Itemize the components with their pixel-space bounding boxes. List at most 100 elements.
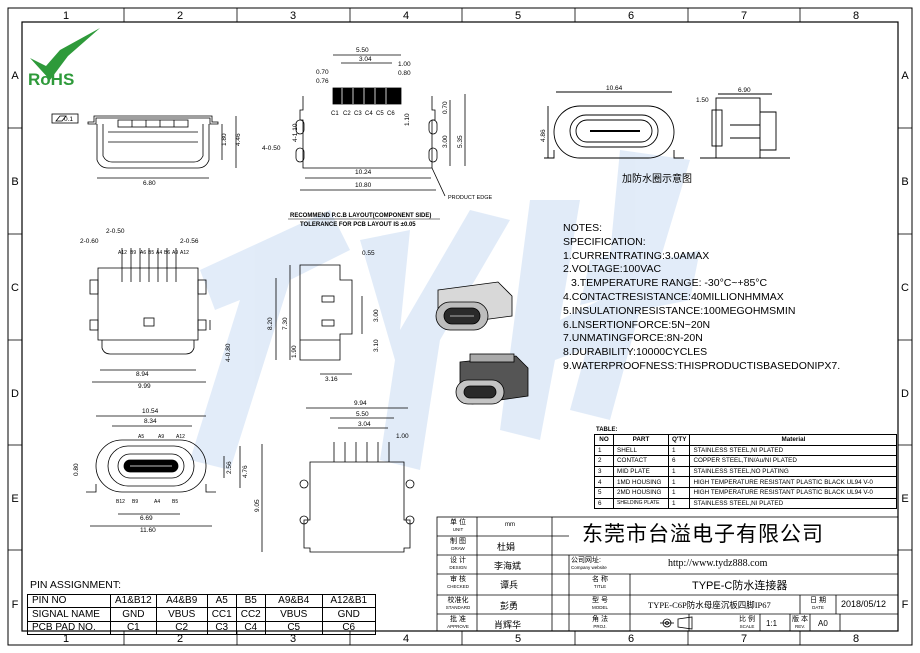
notes-line: 4.CONTACTRESISTANCE:40MILLIONHMMAX [563, 290, 784, 303]
layout-label: RECOMMEND P.C.B LAYOUT(COMPONENT SIDE) [290, 213, 431, 219]
dim-9-05: 9.05 [254, 499, 261, 512]
view-a-dims: 0.1 6.80 1.80 4.46 [64, 116, 242, 187]
dim-9-94: 9.94 [354, 400, 367, 407]
table-row: SIGNAL NAME GND VBUS CC1 CC2 VBUS GND [27, 607, 376, 622]
row-label: D [11, 388, 19, 400]
cell: C2 [155, 620, 208, 636]
col-label: 7 [741, 10, 747, 22]
dim-6-69: 6.69 [140, 515, 153, 522]
cell: GND [110, 607, 157, 622]
dim-8-34: 8.34 [144, 418, 157, 425]
row-label: B [11, 176, 18, 188]
cell: A5 [206, 593, 237, 609]
cell: STAINLESS STEEL,NO PLATING [689, 465, 898, 478]
cell: SHELL [613, 444, 669, 457]
col-label: 8 [853, 10, 859, 22]
pad-label: C6 [387, 111, 395, 117]
rev-value: A0 [818, 619, 828, 628]
row-label: A [11, 70, 19, 82]
cell: 4 [594, 476, 614, 488]
grid-row-labels: A B C D E F A B C D E F [11, 70, 909, 611]
dim-10-64: 10.64 [606, 85, 623, 92]
dim-10-80: 10.80 [355, 182, 372, 189]
view-side [275, 264, 363, 375]
dim-5-35: 5.35 [457, 135, 464, 148]
dim-4x1-10: 4-1.10 [292, 123, 299, 142]
dim-10-54: 10.54 [142, 408, 159, 415]
cell: SHELDING PLATE [613, 497, 669, 510]
col-label: 3 [290, 10, 296, 22]
row-header: PIN NO [27, 593, 111, 609]
cell: A1&B12 [110, 593, 157, 609]
cell: C3 [206, 620, 237, 636]
dim-3-10: 3.10 [373, 339, 380, 352]
col-header: PART [613, 434, 669, 446]
person-draw: 杜娟 [497, 542, 516, 552]
grid-column-labels-bottom: 1 2 3 4 5 6 7 8 [63, 633, 859, 645]
cell: 6 [594, 497, 614, 510]
view-section-front [51, 113, 237, 179]
pin-label: A12 [176, 434, 185, 440]
view-b-dims: 5.50 3.04 0.70 0.76 1.00 0.80 1.10 4-0.5… [262, 47, 493, 228]
dim-9-99: 9.99 [138, 383, 151, 390]
row-label: A [901, 70, 909, 82]
col-label: 1 [63, 633, 69, 645]
cell: 1MD HOUSING [613, 476, 669, 488]
pin-label: A12 [118, 250, 127, 256]
cell: VBUS [155, 607, 208, 622]
dim-0-76: 0.76 [316, 78, 329, 85]
website-label: 公司网址:Company website [571, 557, 607, 570]
notes-line: 5.INSULATIONRESISTANCE:100MEGOHMSMIN [563, 304, 796, 317]
cell: 1 [667, 497, 691, 510]
view-d-dims: 2-0.50 2-0.60 2-0.56 A12 B9 A6 B5 A4 B6 … [80, 228, 232, 390]
dim-0-80: 0.80 [398, 70, 411, 77]
view-front [86, 415, 241, 527]
dim-6-80: 6.80 [143, 180, 156, 187]
model-number: TYPE-C6P防水母座沉板四脚IP67 [648, 600, 771, 610]
col-header: Q'TY [667, 434, 691, 446]
view-f-dims: 10.54 8.34 0.80 2.56 4.76 6.69 11.60 A5 … [73, 408, 249, 534]
dim-4x0-80: 4-0.80 [225, 343, 232, 362]
dim-2x0-56: 2-0.56 [180, 238, 199, 245]
dim-1-50: 1.50 [696, 97, 709, 104]
notes-line: 6.LNSERTIONFORCE:5N~20N [563, 318, 711, 331]
scale-value: 1:1 [766, 619, 778, 628]
flatness-value: 0.1 [64, 116, 73, 123]
view-e-dims: 0.55 8.20 7.30 3.00 3.10 1.90 3.16 [267, 250, 380, 383]
cell: GND [321, 607, 376, 622]
pad-label: C5 [376, 111, 384, 117]
cell: 1 [667, 465, 691, 478]
dim-1-00: 1.00 [398, 61, 411, 68]
view-c-dims: 10.64 6.90 1.50 4.86 加防水圈示意图 [540, 85, 751, 185]
dim-4x0-50: 4-0.50 [262, 145, 281, 152]
render-3d-back [455, 353, 529, 405]
pin-label: A9 [172, 250, 178, 256]
waterproof-caption: 加防水圈示意图 [622, 172, 692, 185]
col-header: Material [689, 434, 898, 446]
pad-label: C4 [365, 111, 373, 117]
cell: C1 [110, 620, 157, 636]
cell: 6 [667, 455, 691, 467]
cell: CC2 [235, 607, 266, 622]
person-design: 李海斌 [494, 561, 522, 571]
dim-0-55: 0.55 [362, 250, 375, 257]
dim-7-30: 7.30 [282, 317, 289, 330]
view-pcb-layout [295, 54, 466, 197]
cell: C5 [264, 620, 323, 636]
cell: STAINLESS STEEL,NI PLATED [689, 444, 898, 457]
dim-3-04-b: 3.04 [358, 421, 371, 428]
cell: A9&B4 [264, 593, 323, 609]
row-label: F [12, 599, 19, 611]
dim-1-80: 1.80 [221, 133, 228, 146]
